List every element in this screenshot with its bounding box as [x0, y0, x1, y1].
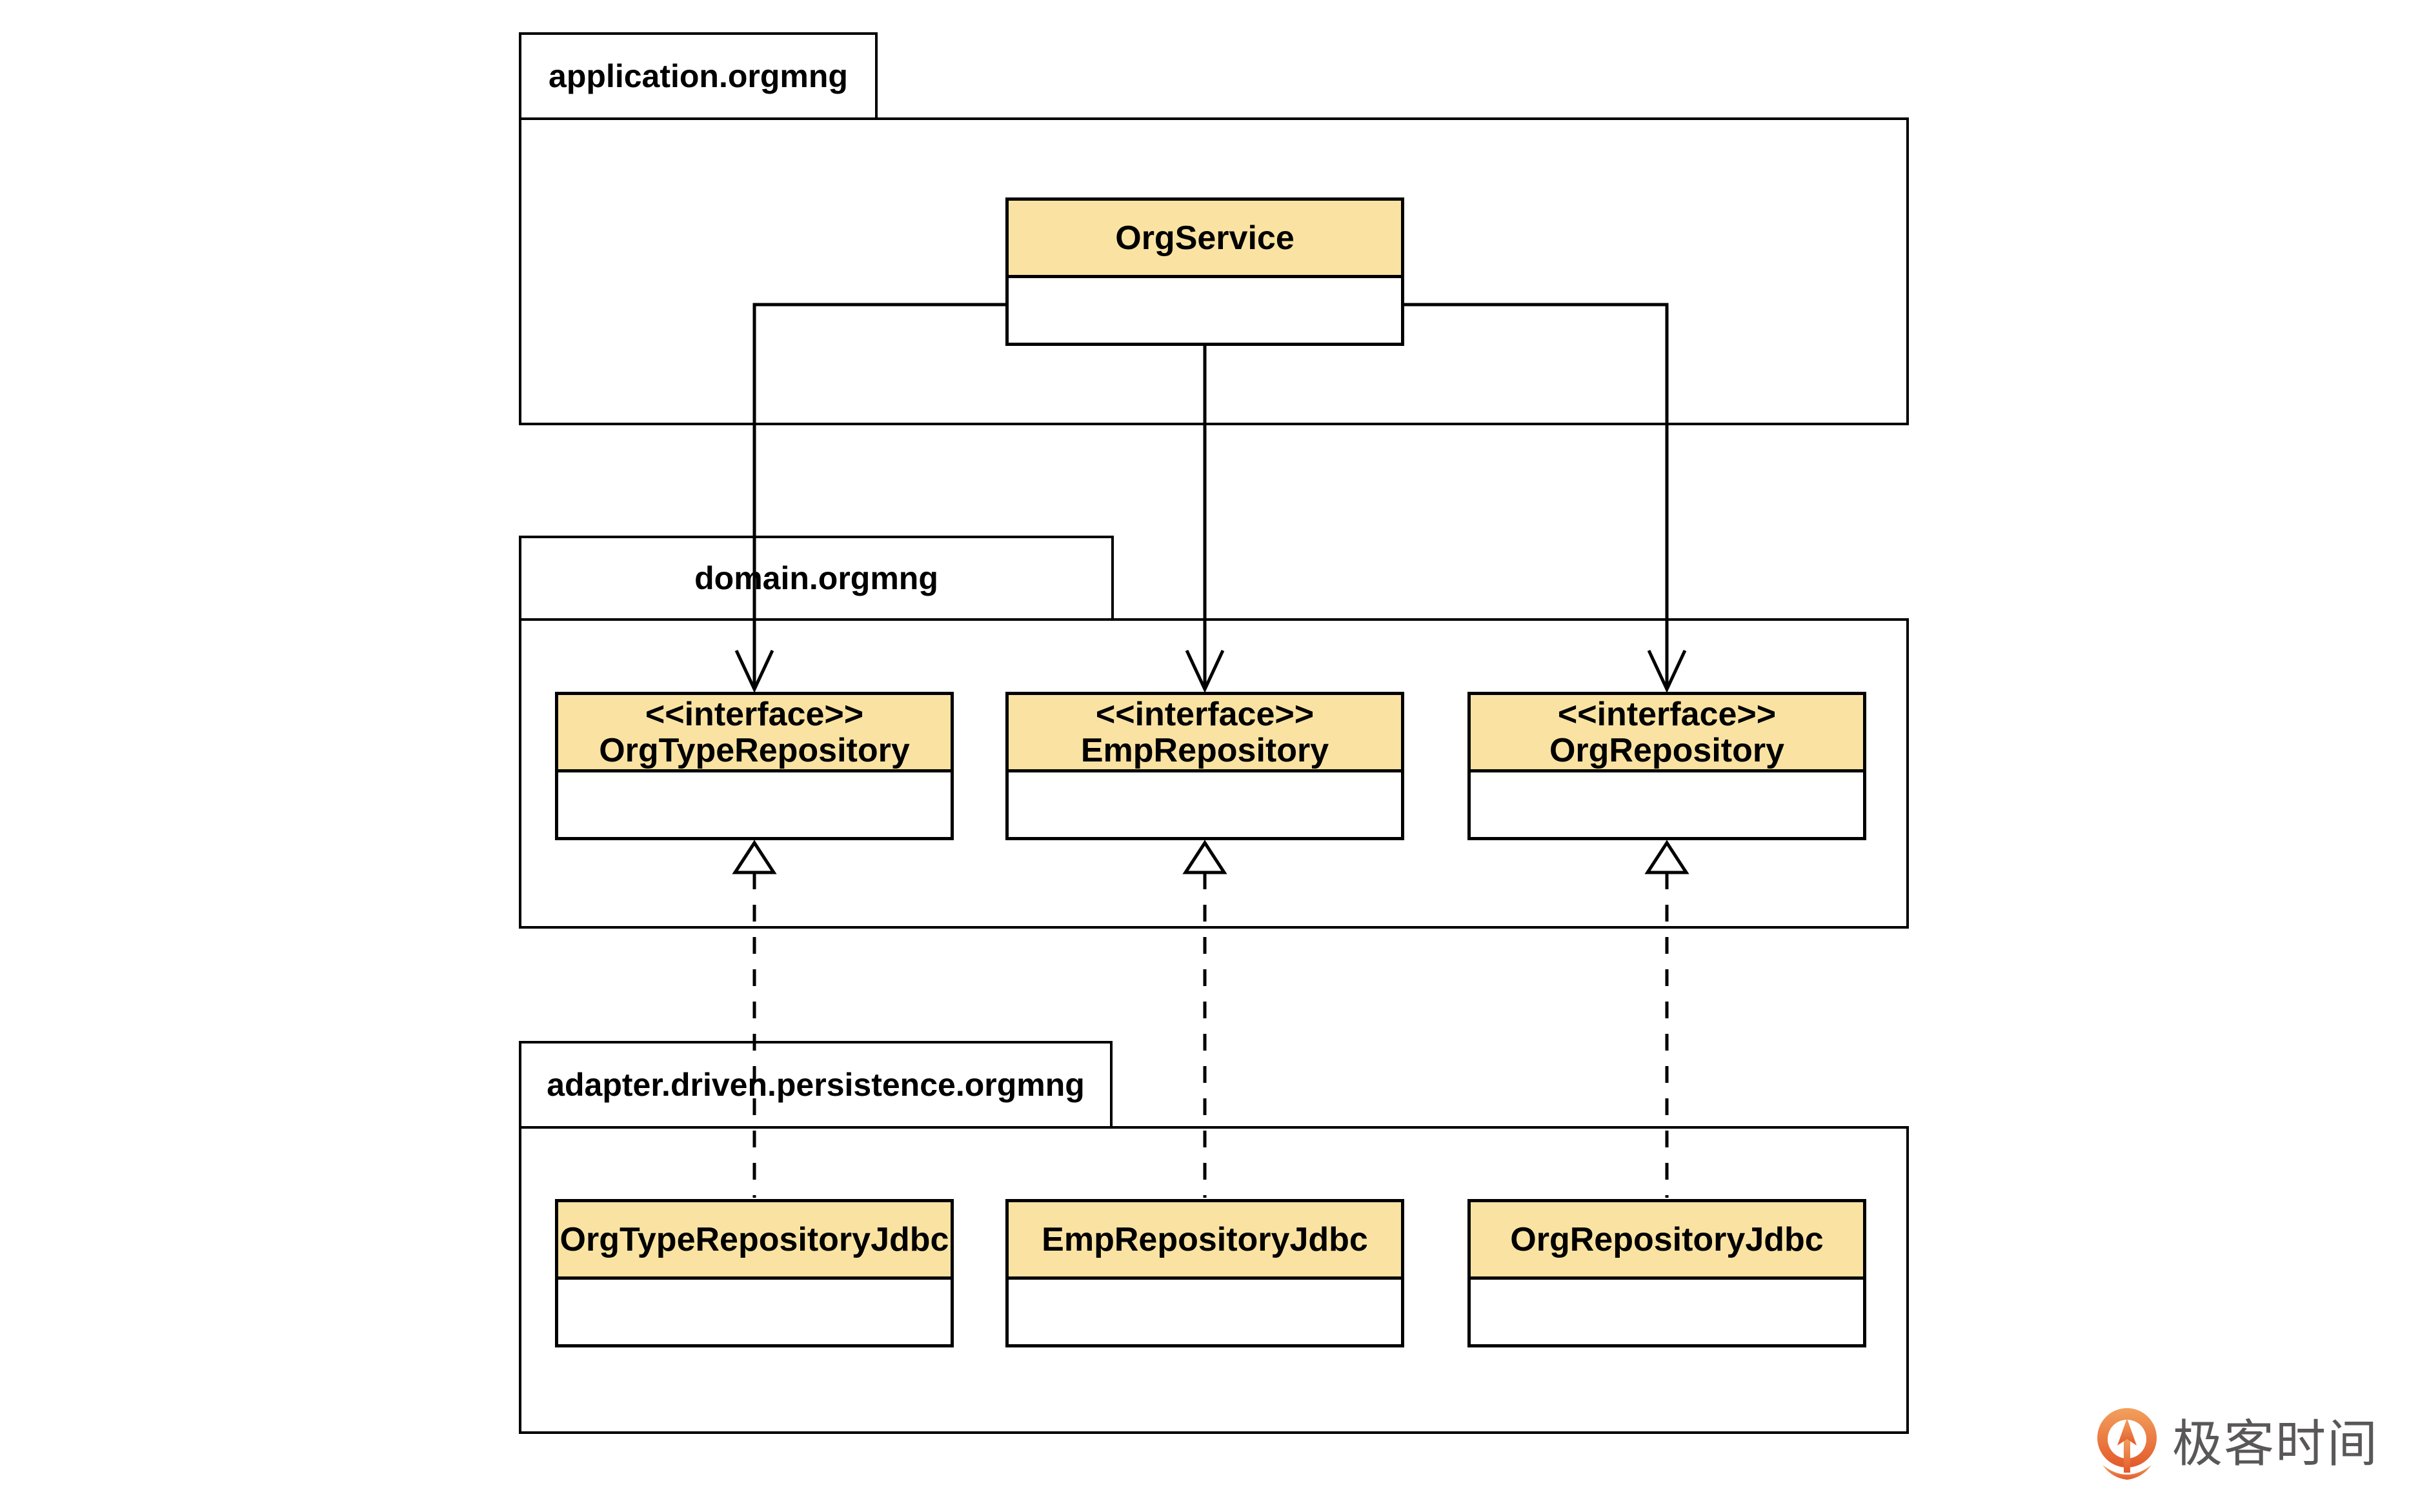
class-compartment-orgrepository [1471, 772, 1863, 837]
class-compartment-orgtyperepository [558, 772, 951, 837]
class-header-orgservice: OrgService [1009, 201, 1401, 278]
class-header-emprepository: <<interface>> EmpRepository [1009, 695, 1401, 772]
class-name-orgservice: OrgService [1115, 219, 1295, 257]
geektime-icon [2096, 1408, 2158, 1480]
class-header-emprepositoryjdbc: EmpRepositoryJdbc [1009, 1202, 1401, 1280]
class-name-emprepository: EmpRepository [1080, 731, 1329, 769]
class-compartment-emprepository [1009, 772, 1401, 837]
class-compartment-emprepositoryjdbc [1009, 1280, 1401, 1344]
class-compartment-orgrepositoryjdbc [1471, 1280, 1863, 1344]
geektime-icon-stem [2124, 1439, 2130, 1473]
geektime-icon-smile [2102, 1465, 2152, 1480]
class-box-orgservice: OrgService [1005, 197, 1404, 346]
package-tab-application-orgmng: application.orgmng [519, 32, 878, 117]
class-header-orgrepositoryjdbc: OrgRepositoryJdbc [1471, 1202, 1863, 1280]
class-box-orgtyperepository: <<interface>> OrgTypeRepository [555, 692, 954, 840]
class-box-orgtyperepositoryjdbc: OrgTypeRepositoryJdbc [555, 1199, 954, 1347]
class-compartment-orgtyperepositoryjdbc [558, 1280, 951, 1344]
package-label-application-orgmng: application.orgmng [549, 58, 848, 94]
class-stereotype-orgrepository: <<interface>> [1557, 695, 1777, 733]
package-body-domain-orgmng [519, 618, 1909, 929]
geektime-icon-arrow [2117, 1418, 2137, 1446]
class-name-orgtyperepositoryjdbc: OrgTypeRepositoryJdbc [559, 1220, 949, 1258]
class-name-orgtyperepository: OrgTypeRepository [599, 731, 910, 769]
class-header-orgtyperepository: <<interface>> OrgTypeRepository [558, 695, 951, 772]
package-body-adapter-driven-persistence-orgmng [519, 1126, 1909, 1434]
class-name-orgrepository: OrgRepository [1549, 731, 1785, 769]
package-tab-domain-orgmng: domain.orgmng [519, 536, 1114, 618]
package-tab-adapter-driven-persistence-orgmng: adapter.driven.persistence.orgmng [519, 1041, 1113, 1126]
package-body-application-orgmng [519, 117, 1909, 425]
class-name-emprepositoryjdbc: EmpRepositoryJdbc [1042, 1220, 1368, 1258]
class-box-emprepositoryjdbc: EmpRepositoryJdbc [1005, 1199, 1404, 1347]
class-stereotype-orgtyperepository: <<interface>> [645, 695, 864, 733]
geektime-logo: 极客时间 [2096, 1406, 2379, 1482]
class-name-orgrepositoryjdbc: OrgRepositoryJdbc [1510, 1220, 1824, 1258]
class-header-orgtyperepositoryjdbc: OrgTypeRepositoryJdbc [558, 1202, 951, 1280]
package-label-domain-orgmng: domain.orgmng [694, 560, 938, 596]
class-box-emprepository: <<interface>> EmpRepository [1005, 692, 1404, 840]
class-box-orgrepositoryjdbc: OrgRepositoryJdbc [1467, 1199, 1866, 1347]
package-label-adapter-driven-persistence-orgmng: adapter.driven.persistence.orgmng [547, 1067, 1085, 1103]
class-compartment-orgservice [1009, 278, 1401, 343]
geektime-wordmark: 极客时间 [2172, 1415, 2379, 1472]
class-header-orgrepository: <<interface>> OrgRepository [1471, 695, 1863, 772]
class-box-orgrepository: <<interface>> OrgRepository [1467, 692, 1866, 840]
class-stereotype-emprepository: <<interface>> [1095, 695, 1315, 733]
